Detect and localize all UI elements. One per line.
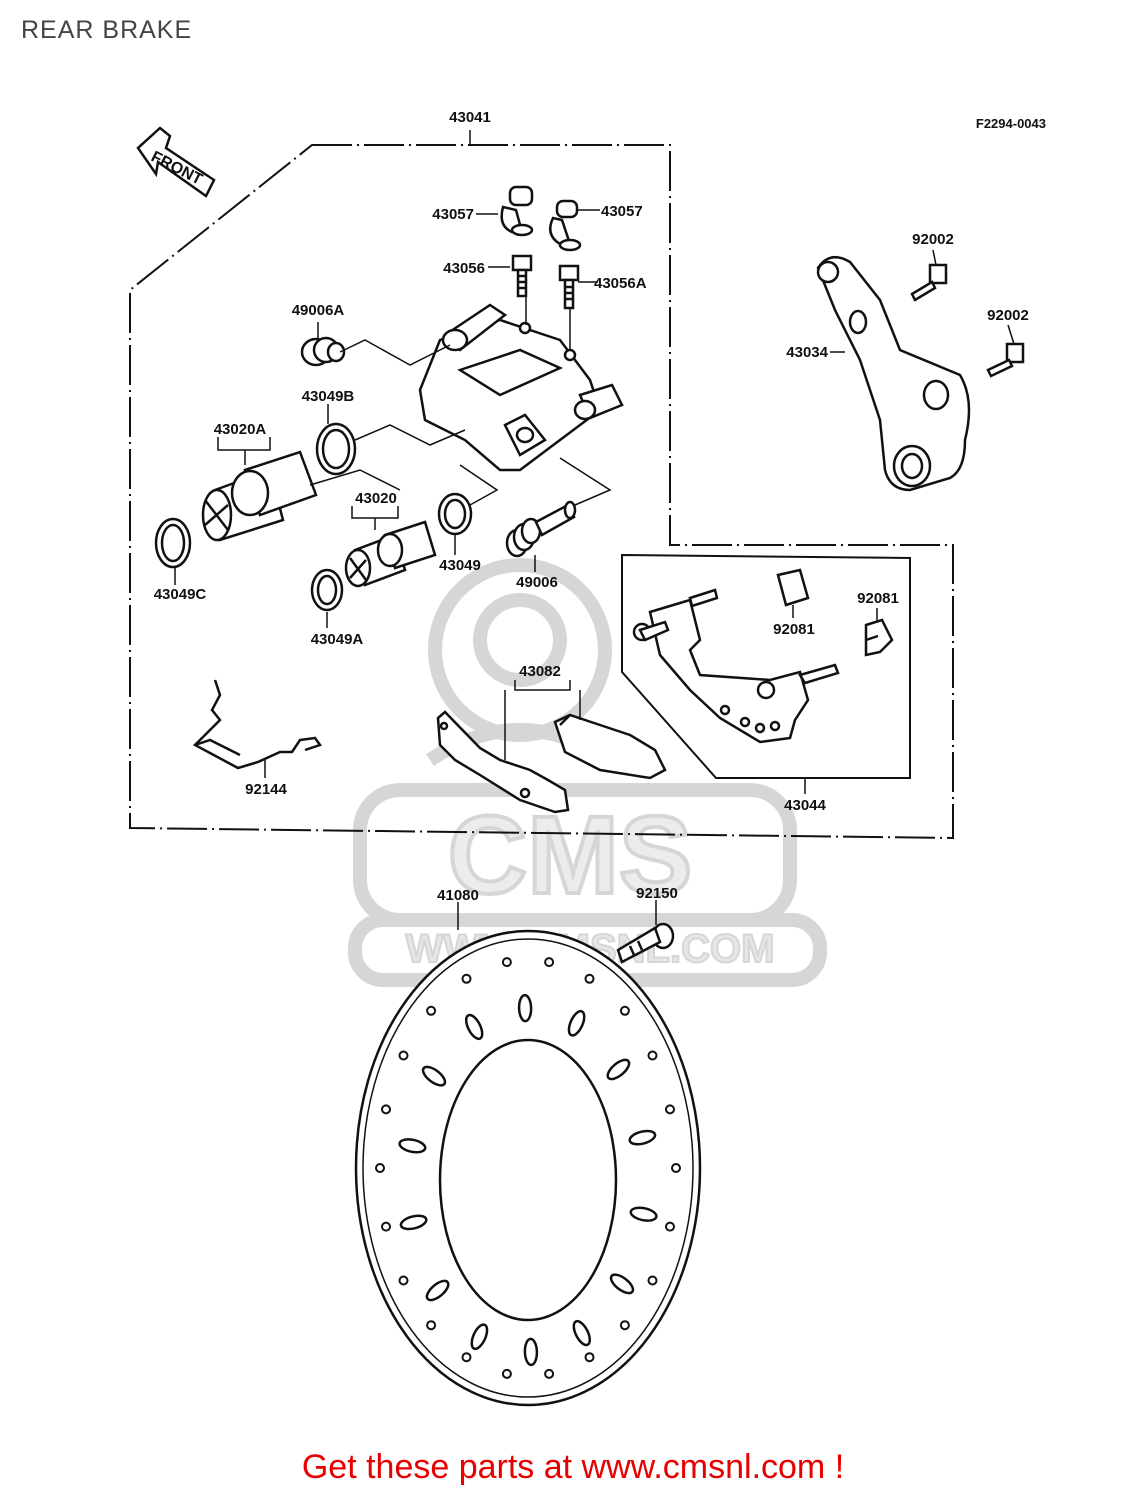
bleed-cap-right bbox=[548, 199, 582, 252]
disc-slot bbox=[523, 1337, 539, 1367]
disc-slot bbox=[517, 993, 533, 1023]
part-label: 92150 bbox=[636, 885, 678, 902]
disc-slot bbox=[609, 1273, 635, 1295]
disc-slot bbox=[629, 1206, 658, 1222]
disc-hole bbox=[584, 973, 595, 984]
part-label: 43020 bbox=[355, 490, 397, 507]
disc-hole bbox=[619, 1005, 630, 1016]
seal-43049c bbox=[154, 517, 192, 569]
disc-slot bbox=[567, 1009, 586, 1037]
part-label: 92002 bbox=[912, 231, 954, 248]
disc-hole bbox=[426, 1005, 437, 1016]
shop-link-text[interactable]: Get these parts at www.cmsnl.com ! bbox=[301, 1448, 845, 1486]
disc-hole bbox=[398, 1050, 409, 1061]
bolt-92002-top bbox=[910, 263, 948, 302]
pad-bracket-43044 bbox=[632, 588, 840, 744]
disc-slot bbox=[425, 1279, 450, 1302]
part-label: 49006 bbox=[516, 574, 558, 591]
disc-hole bbox=[501, 1368, 512, 1379]
part-label: 43049A bbox=[311, 631, 364, 648]
part-label: 43057 bbox=[601, 203, 643, 220]
disc-slot bbox=[464, 1013, 484, 1041]
part-label: 43049C bbox=[154, 586, 207, 603]
disc-slot bbox=[606, 1058, 631, 1081]
disc-bolt-92150 bbox=[616, 922, 675, 964]
part-label: 43020A bbox=[214, 421, 267, 438]
boot-49006a bbox=[300, 336, 346, 367]
disc-hole bbox=[647, 1275, 658, 1286]
part-label: 43057 bbox=[432, 206, 474, 223]
bolt-92002-bottom bbox=[986, 342, 1025, 378]
disc-hole bbox=[544, 1368, 555, 1379]
disc-hole bbox=[426, 1320, 437, 1331]
bracket-assembly-border bbox=[621, 553, 911, 779]
disc-hole bbox=[375, 1163, 385, 1173]
disc-hole bbox=[461, 1352, 472, 1363]
disc-slot bbox=[470, 1323, 489, 1351]
pad-spring-92081-center bbox=[776, 568, 810, 607]
front-direction-marker: FRONT bbox=[136, 126, 216, 198]
brake-disc-41080 bbox=[354, 929, 702, 1407]
disc-hole bbox=[665, 1104, 675, 1115]
torque-link-43034 bbox=[816, 255, 971, 492]
brake-pads-43082 bbox=[436, 710, 667, 814]
seal-43049a bbox=[310, 568, 344, 612]
disc-hole bbox=[671, 1163, 681, 1173]
bleed-cap-left bbox=[500, 185, 534, 237]
bleed-valve-right bbox=[558, 264, 580, 310]
piston-43020a bbox=[201, 450, 318, 542]
part-label: 92002 bbox=[987, 307, 1029, 324]
pad-spring-92081-right bbox=[864, 618, 894, 657]
part-label: 92144 bbox=[245, 781, 287, 798]
disc-hole bbox=[584, 1352, 595, 1363]
leader-lines bbox=[174, 209, 1015, 930]
part-labels: 43041 43057 43057 43056 43056A 49006A 43… bbox=[154, 109, 1029, 904]
seal-43049b bbox=[315, 422, 357, 476]
disc-slot bbox=[421, 1065, 447, 1087]
disc-hole bbox=[381, 1104, 391, 1115]
part-label: 41080 bbox=[437, 887, 479, 904]
part-label: 43082 bbox=[519, 663, 561, 680]
disc-hole bbox=[665, 1221, 675, 1232]
boot-pin-49006 bbox=[505, 500, 577, 558]
part-label: 92081 bbox=[857, 590, 899, 607]
part-label: 43041 bbox=[449, 109, 491, 126]
part-label: 43056 bbox=[443, 260, 485, 277]
seal-43049 bbox=[437, 492, 473, 536]
disc-hole bbox=[647, 1050, 658, 1061]
part-label: 92081 bbox=[773, 621, 815, 638]
watermark-logo-text: CMS bbox=[448, 794, 692, 917]
caliper-body bbox=[418, 303, 624, 472]
disc-hole bbox=[619, 1320, 630, 1331]
piston-43020 bbox=[344, 520, 437, 588]
caliper-assembly-border bbox=[129, 144, 954, 840]
part-label: 43056A bbox=[594, 275, 647, 292]
watermark-logo bbox=[348, 558, 827, 987]
disc-slot bbox=[398, 1138, 427, 1154]
part-label: 43049B bbox=[302, 388, 355, 405]
diagram-code: F2294-0043 bbox=[976, 116, 1046, 131]
anti-rattle-spring-92144 bbox=[192, 679, 323, 770]
disc-hole bbox=[501, 957, 512, 968]
disc-slots bbox=[398, 993, 658, 1367]
part-label: 43044 bbox=[784, 797, 826, 814]
disc-holes bbox=[375, 957, 681, 1379]
disc-slot bbox=[572, 1319, 592, 1347]
disc-hole bbox=[398, 1275, 409, 1286]
disc-hole bbox=[461, 973, 472, 984]
part-label: 43049 bbox=[439, 557, 481, 574]
bleed-valve-left bbox=[511, 254, 533, 298]
page-title: REAR BRAKE bbox=[21, 16, 193, 44]
disc-slot bbox=[399, 1214, 428, 1231]
disc-hole bbox=[381, 1221, 391, 1232]
disc-hole bbox=[544, 957, 555, 968]
disc-slot bbox=[628, 1129, 657, 1146]
part-label: 43034 bbox=[786, 344, 828, 361]
part-label: 49006A bbox=[292, 302, 345, 319]
